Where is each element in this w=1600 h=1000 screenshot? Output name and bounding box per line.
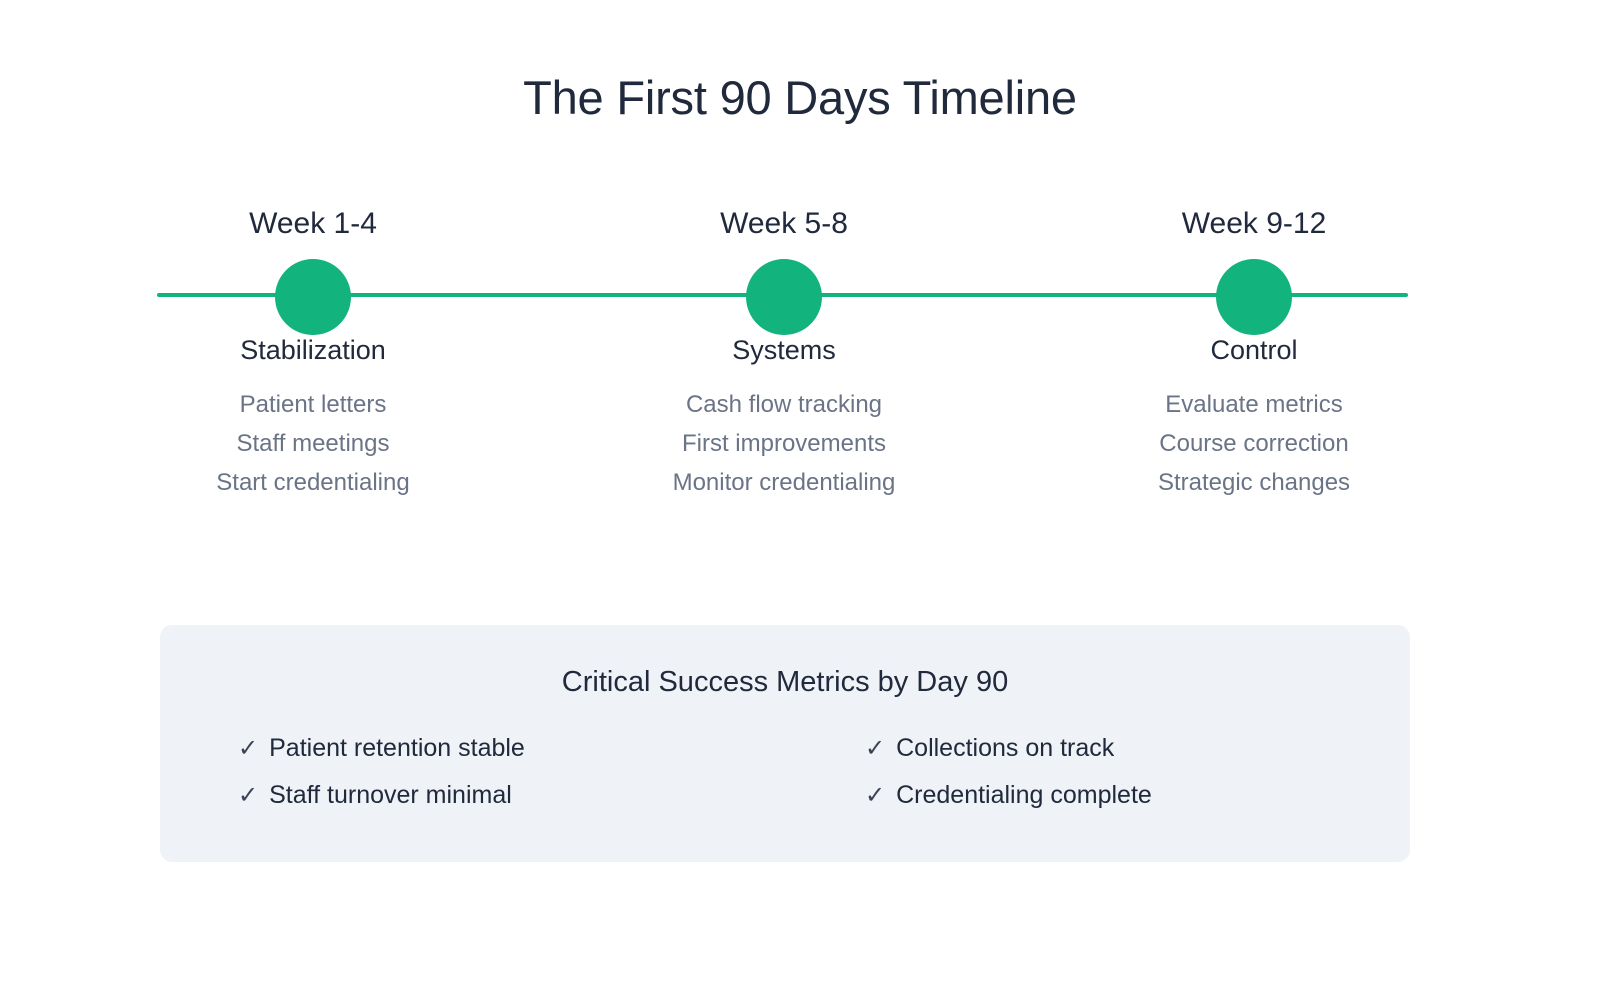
milestone-week-label: Week 5-8 [720,207,848,240]
metrics-panel-title: Critical Success Metrics by Day 90 [561,666,1009,698]
list-item: Start credentialing [216,469,410,496]
list-item: Monitor credentialing [672,469,896,496]
milestone-phase-label: Control [1210,335,1298,365]
milestone-node-row [123,245,503,341]
metric-item: ✓ Staff turnover minimal [160,780,785,811]
metric-label: Staff turnover minimal [269,781,512,810]
milestone-item-list: Cash flow tracking First improvements Mo… [594,385,974,502]
check-icon: ✓ [865,781,886,809]
milestone-dot-icon[interactable] [275,259,351,335]
milestone-dot-icon[interactable] [1216,259,1292,335]
timeline: Week 1-4 Stabilization Patient letters S… [0,195,1600,525]
list-item: Patient letters [239,391,387,418]
milestone-week-label: Week 9-12 [1181,207,1327,240]
list-item: Staff meetings [236,430,390,457]
timeline-milestone-3[interactable]: Week 9-12 Control Evaluate metrics Cours… [1064,195,1444,502]
page-title: The First 90 Days Timeline [523,71,1077,124]
timeline-milestone-2[interactable]: Week 5-8 Systems Cash flow tracking Firs… [594,195,974,502]
list-item: First improvements [681,430,887,457]
metric-label: Patient retention stable [269,734,525,762]
list-item: Evaluate metrics [1165,391,1343,418]
metric-item: ✓ Collections on track [160,733,1410,764]
metric-label: Credentialing complete [896,781,1152,810]
milestone-week-label: Week 1-4 [249,207,377,240]
milestone-node-row [1064,245,1444,341]
list-item: Course correction [1159,430,1349,457]
milestone-phase-label: Systems [732,335,836,365]
metrics-grid: ✓ Patient retention stable ✓ Collections… [160,733,1410,812]
milestone-phase-label: Stabilization [240,335,386,365]
list-item: Cash flow tracking [685,391,883,418]
metric-label: Collections on track [896,734,1115,762]
milestone-node-row [594,245,974,341]
metric-item: ✓ Credentialing complete [160,780,1410,811]
check-icon: ✓ [865,734,886,762]
milestone-item-list: Patient letters Staff meetings Start cre… [123,385,503,502]
timeline-milestone-1[interactable]: Week 1-4 Stabilization Patient letters S… [123,195,503,502]
check-icon: ✓ [238,781,259,809]
success-metrics-panel: Critical Success Metrics by Day 90 ✓ Pat… [160,625,1410,862]
milestone-dot-icon[interactable] [746,259,822,335]
milestone-item-list: Evaluate metrics Course correction Strat… [1064,385,1444,502]
list-item: Strategic changes [1157,469,1351,496]
check-icon: ✓ [238,734,259,762]
metric-item: ✓ Patient retention stable [160,733,785,764]
